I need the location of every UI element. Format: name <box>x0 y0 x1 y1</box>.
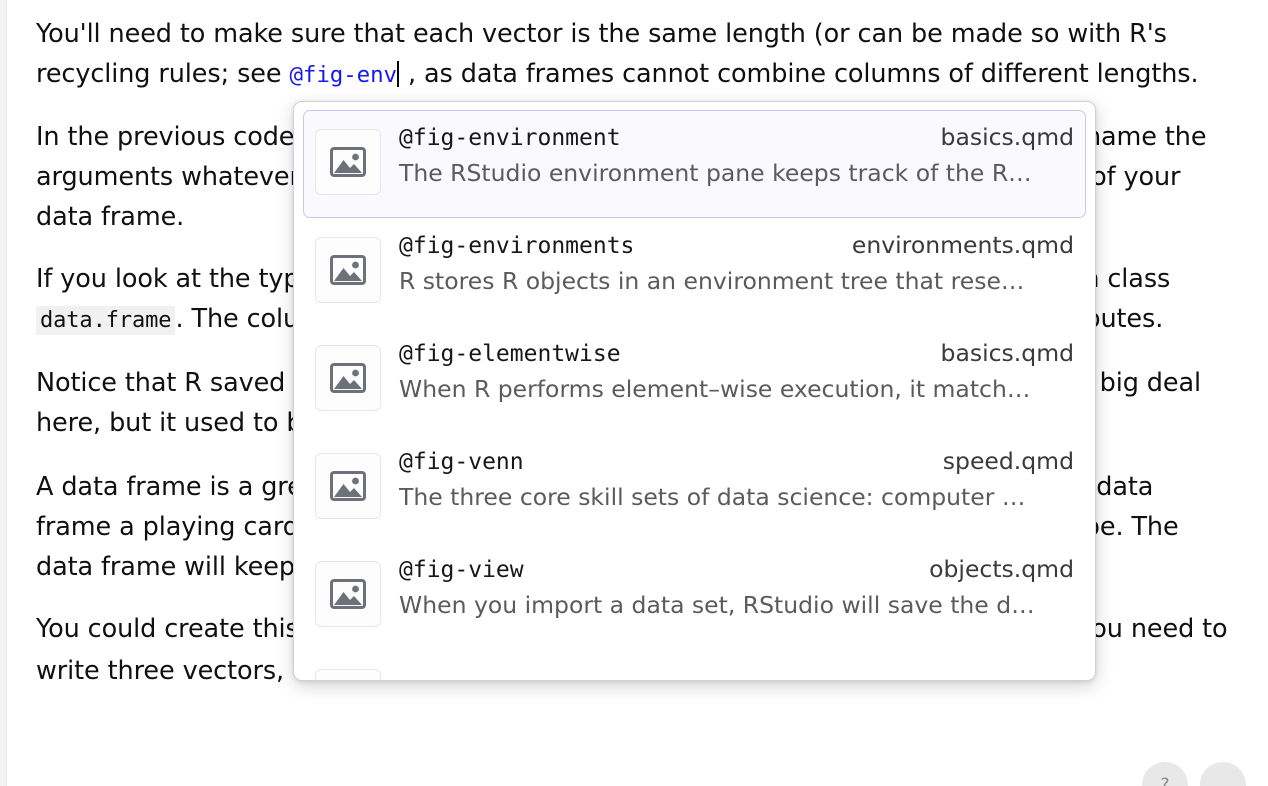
crossref-token[interactable]: @fig-env <box>289 62 398 88</box>
editor-gutter <box>0 0 7 786</box>
autocomplete-item-description: R stores R objects in an environment tre… <box>399 267 1025 295</box>
autocomplete-item-file: basics.qmd <box>940 339 1074 367</box>
image-placeholder-icon <box>315 237 381 303</box>
autocomplete-item-header: @fig-view objects.qmd <box>399 555 1074 583</box>
autocomplete-item-id: @fig-environment <box>399 125 621 151</box>
inline-code: data.frame <box>36 306 176 335</box>
autocomplete-item-description: The RStudio environment pane keeps track… <box>399 159 1032 187</box>
image-placeholder-icon <box>315 669 381 680</box>
image-placeholder-icon <box>315 453 381 519</box>
autocomplete-item[interactable] <box>303 650 1086 680</box>
autocomplete-item-description: The three core skill sets of data scienc… <box>399 483 1026 511</box>
image-placeholder-icon <box>315 561 381 627</box>
paragraph-text: , as data frames cannot combine columns … <box>400 59 1199 89</box>
autocomplete-item-file: basics.qmd <box>940 123 1074 151</box>
autocomplete-item-id: @fig-view <box>399 557 524 583</box>
image-placeholder-icon <box>315 129 381 195</box>
autocomplete-item-header: @fig-environment basics.qmd <box>399 123 1074 151</box>
autocomplete-item-id: @fig-elementwise <box>399 341 621 367</box>
autocomplete-item-header: @fig-environments environments.qmd <box>399 231 1074 259</box>
autocomplete-item-id: @fig-environments <box>399 233 635 259</box>
autocomplete-item-file: speed.qmd <box>942 447 1074 475</box>
autocomplete-item-body <box>399 661 1074 671</box>
paragraph-p-recycling: You'll need to make sure that each vecto… <box>36 14 1232 95</box>
image-placeholder-icon <box>315 345 381 411</box>
help-fab[interactable]: ? <box>1142 762 1188 786</box>
autocomplete-item-description: When R performs element–wise execution, … <box>399 375 1031 403</box>
autocomplete-item[interactable]: @fig-environments environments.qmd R store… <box>303 218 1086 326</box>
text-caret <box>397 61 400 87</box>
autocomplete-item-file: objects.qmd <box>929 555 1074 583</box>
autocomplete-item-header: @fig-elementwise basics.qmd <box>399 339 1074 367</box>
autocomplete-item-file: environments.qmd <box>851 231 1074 259</box>
floating-button-group: ? <box>1142 762 1246 786</box>
autocomplete-item-id: @fig-venn <box>399 449 524 475</box>
autocomplete-item-description: When you import a data set, RStudio will… <box>399 591 1035 619</box>
autocomplete-item-body: @fig-environments environments.qmd R store… <box>399 229 1074 295</box>
paragraph-text: You'll need to make sure that each vecto… <box>36 19 1167 89</box>
settings-fab[interactable] <box>1200 762 1246 786</box>
autocomplete-item-header: @fig-venn speed.qmd <box>399 447 1074 475</box>
